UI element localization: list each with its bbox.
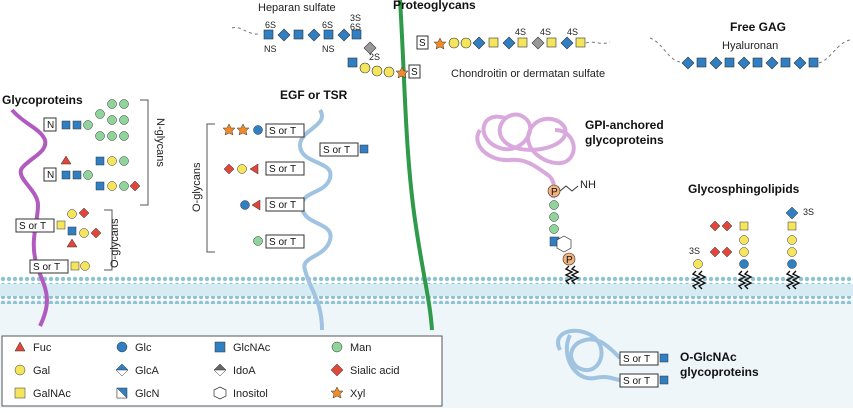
legend-label-fuc: Fuc [33,342,52,354]
n-glycan-1 [43,99,129,141]
left-o-glycans-label: O-glycans [109,218,121,268]
heparan-6s-1: 6S [265,20,276,30]
egf-glycan-2-sort: S or T [323,145,350,156]
glycosphingolipid-2 [709,220,753,290]
chondroitin-4s-1: 4S [515,27,526,37]
egf-glycan-1-sort: S or T [269,126,296,137]
legend-label-glca: GlcA [135,365,160,377]
n-glycan-2 [43,155,141,192]
proteoglycans-label: Proteoglycans [393,0,476,12]
oglcnac-site-2-sort: S or T [623,376,650,387]
heparan-ns-1: NS [264,44,277,54]
chondroitin-label: Chondroitin or dermatan sulfate [451,68,605,80]
legend-label-man: Man [350,342,371,354]
glycosphingolipids-label: Glycosphingolipids [688,182,800,196]
chondroitin-serine-box [416,35,429,50]
heparan-6s-2: 6S [322,20,333,30]
hyaluronan-label: Hyaluronan [722,40,778,52]
heparan-label: Heparan sulfate [258,2,336,14]
egf-glycan-5-sort: S or T [269,237,296,248]
left-o-glycans-bracket [104,209,113,271]
egf-o-glycans-label: O-glycans [191,162,203,212]
legend-label-glcn: GlcN [135,388,160,400]
heparan-serine-box [408,64,421,79]
heparan-3s: 3S [350,13,361,23]
left-o-glycan-2 [29,259,90,274]
legend-label-xyl: Xyl [350,388,365,400]
square-icon [214,341,226,353]
legend-label-inositol: Inositol [233,388,268,400]
n-glycan-2-asparagine: N [47,170,54,181]
egf-glycan-1 [222,123,305,138]
gpi-protein-tangle [475,112,576,199]
triangle-icon [14,341,26,352]
legend-label-gal: Gal [33,365,50,377]
glycoproteins-label: Glycoproteins [2,93,83,107]
gpi-anchor [547,184,580,285]
glycosphingolipid-1-3s: 3S [689,246,700,256]
egf-glycan-4 [240,197,305,212]
legend-label-glcnac: GlcNAc [233,342,271,354]
chondroitin-4s-2: 4S [540,27,551,37]
diamond-icon [213,363,227,377]
circle-icon [331,341,343,353]
gpi-phosphate-1: P [551,187,558,198]
free-gag-label: Free GAG [730,20,786,34]
n-glycan-1-asparagine: N [47,120,54,131]
heparan-chain [263,28,409,79]
legend [1,335,443,407]
left-o-glycan-2-sort: S or T [33,262,60,273]
oglcnac-site-2 [619,373,669,388]
hexagon-icon [213,386,227,400]
egf-glycan-4-sort: S or T [269,200,296,211]
oglcnac-label-line1: O-GlcNAc [680,350,737,364]
oglcnac-site-1 [619,351,669,366]
egf-glycan-2 [319,142,369,157]
heparan-dashed-chain [231,26,259,35]
circle-icon [116,341,128,353]
square-icon [14,387,26,399]
gpi-label-line2: glycoproteins [585,133,664,147]
diamond-icon [115,363,129,377]
left-o-glycan-1-sort: S or T [19,221,46,232]
star-icon [330,386,344,399]
glycosphingolipid-1 [691,259,707,290]
legend-label-idoa: IdoA [233,365,256,377]
egf-glycan-3-sort: S or T [269,164,296,175]
egf-label: EGF or TSR [280,88,348,102]
left-o-glycan-1 [15,207,102,248]
legend-label-galnac: GalNAc [33,388,71,400]
square-icon [116,387,128,399]
egf-glycan-5 [253,234,305,249]
legend-label-glc: Glc [135,342,152,354]
heparan-ns-2: NS [322,44,335,54]
diamond-icon [330,363,344,377]
oglcnac-label-line2: glycoproteins [680,365,759,379]
proteoglycan-core-strand [398,0,434,331]
heparan-6s-3: 6S [350,22,361,32]
chondroitin-serine: S [419,38,426,49]
gpi-label-line1: GPI-anchored [585,118,664,132]
egf-o-glycans-bracket [206,123,215,253]
glycosphingolipid-3-3s: 3S [803,207,814,217]
chondroitin-chain [433,36,611,50]
oglcnac-protein-tangle [556,328,622,382]
chondroitin-4s-3: 4S [567,27,578,37]
gpi-nh: NH [580,179,596,191]
n-glycans-bracket [140,99,149,206]
n-glycans-label: N-glycans [154,118,166,167]
egf-glycan-3 [223,161,305,176]
gpi-phosphate-2: P [566,255,573,266]
legend-label-sialic: Sialic acid [350,365,400,377]
heparan-2s: 2S [369,52,380,62]
circle-icon [14,364,26,376]
glycosphingolipid-3 [785,206,801,290]
heparan-serine: S [411,67,418,78]
oglcnac-site-1-sort: S or T [623,354,650,365]
hyaluronan-chain [681,39,851,70]
hyaluronan-dashed-start [649,37,681,63]
